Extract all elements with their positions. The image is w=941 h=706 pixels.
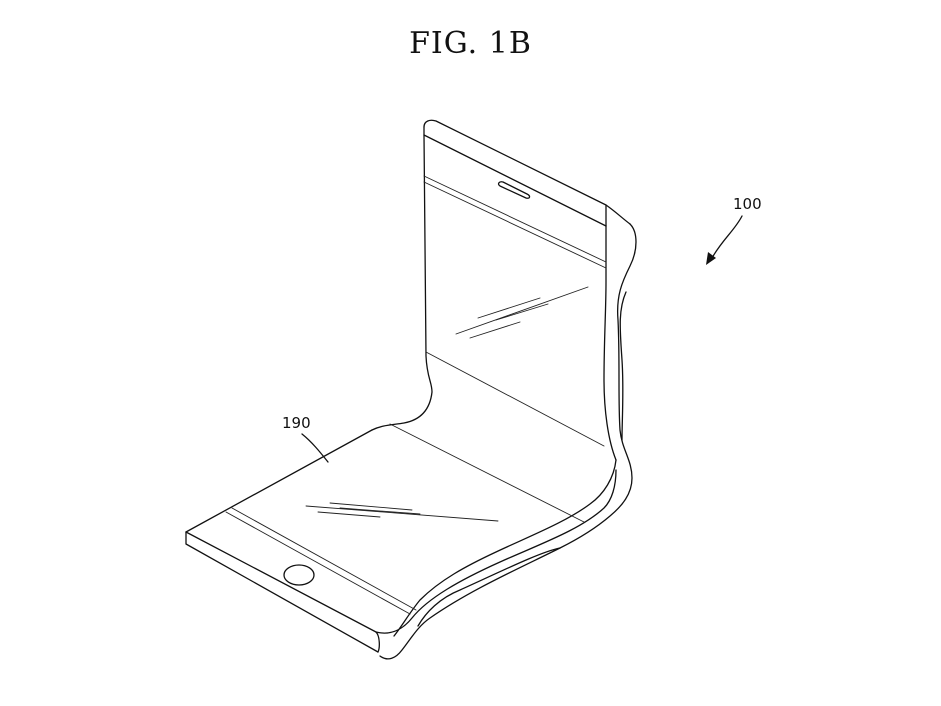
glare-lower-1	[305, 505, 499, 522]
upright-top-front	[423, 126, 607, 227]
lower-screen-right	[375, 469, 617, 634]
arrowhead-100	[706, 252, 716, 265]
upright-fold-line	[425, 351, 605, 447]
glare-lower-2	[329, 502, 413, 511]
display-reference: 190	[282, 414, 329, 463]
back-shell-line	[417, 547, 561, 627]
lower-front-edge	[185, 531, 380, 653]
leader-line-100	[711, 215, 743, 259]
home-button	[283, 564, 315, 586]
lower-front-top	[185, 531, 379, 653]
upright-right-edge	[603, 225, 617, 461]
lower-home-band-top	[231, 507, 417, 611]
glare-upper-1	[455, 286, 589, 335]
glare-upper-2	[477, 297, 541, 319]
right-inner-curve	[619, 291, 627, 441]
speaker-slot	[497, 181, 531, 199]
lower-home-band-bottom	[225, 511, 411, 615]
label-100: 100	[733, 195, 762, 213]
upright-top-edge	[423, 119, 631, 225]
right-back-edge	[379, 223, 637, 660]
glare-upper-4	[469, 321, 521, 339]
foldable-device	[185, 119, 637, 660]
leader-line-190	[301, 433, 329, 463]
device-reference: 100	[706, 195, 762, 265]
glare-lower-3	[339, 507, 421, 515]
upright-speaker-band-top	[423, 175, 607, 263]
bottom-inner-curve	[393, 459, 617, 637]
label-190: 190	[282, 414, 311, 432]
lower-fold-line	[389, 423, 585, 523]
glare-lower-4	[317, 511, 381, 518]
figure-title: FIG. 1B	[409, 26, 532, 61]
glare-upper-3	[495, 303, 549, 321]
lower-left-edge	[185, 429, 373, 533]
upright-speaker-band-bottom	[423, 181, 607, 269]
upright-left-edge	[371, 134, 433, 431]
